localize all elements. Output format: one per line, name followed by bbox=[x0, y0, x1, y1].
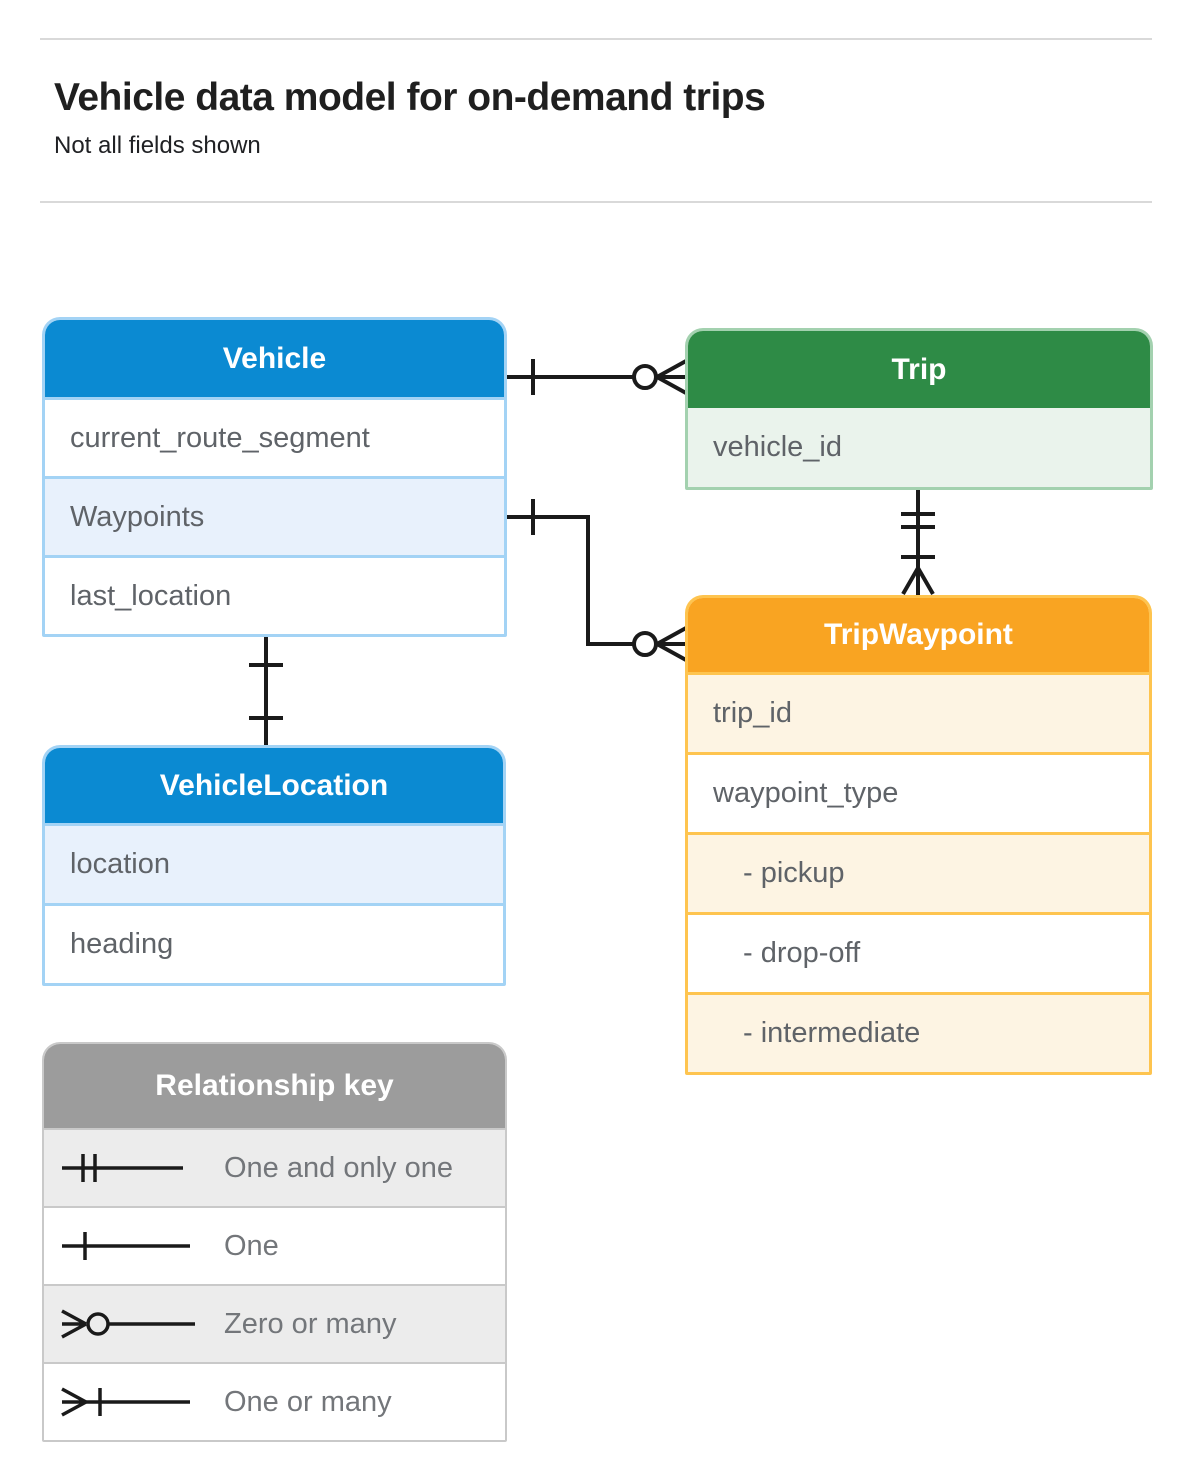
legend-label: One or many bbox=[224, 1385, 392, 1418]
one-icon bbox=[62, 1232, 190, 1260]
field-waypoint-type-dropoff: - drop-off bbox=[688, 912, 1149, 992]
field-vehicle-id: vehicle_id bbox=[688, 408, 1150, 487]
field-waypoint-type-pickup: - pickup bbox=[688, 832, 1149, 912]
field-location: location bbox=[45, 823, 503, 903]
one-and-only-one-icon bbox=[62, 1154, 183, 1182]
entity-vehiclelocation-title: VehicleLocation bbox=[45, 748, 503, 823]
entity-vehicle-title: Vehicle bbox=[45, 320, 504, 397]
connector-waypoints-tripwaypoint bbox=[507, 499, 687, 662]
field-trip-id: trip_id bbox=[688, 672, 1149, 752]
legend-label: Zero or many bbox=[224, 1307, 397, 1340]
relationship-key-title: Relationship key bbox=[44, 1044, 505, 1128]
zero-or-many-icon bbox=[61, 1309, 195, 1339]
entity-vehiclelocation: VehicleLocation location heading bbox=[42, 745, 506, 986]
legend-row-one-and-only-one: One and only one bbox=[44, 1128, 505, 1206]
legend-row-zero-or-many: Zero or many bbox=[44, 1284, 505, 1362]
relationship-key: Relationship key One and only one One Ze… bbox=[42, 1042, 507, 1442]
field-waypoint-type-intermediate: - intermediate bbox=[688, 992, 1149, 1072]
entity-vehicle: Vehicle current_route_segment Waypoints … bbox=[42, 317, 507, 637]
field-waypoints: Waypoints bbox=[45, 476, 504, 555]
connector-vehicle-vehiclelocation bbox=[249, 637, 283, 745]
entity-tripwaypoint-title: TripWaypoint bbox=[688, 598, 1149, 672]
entity-trip: Trip vehicle_id bbox=[685, 328, 1153, 490]
entity-tripwaypoint: TripWaypoint trip_id waypoint_type - pic… bbox=[685, 595, 1152, 1075]
page-title: Vehicle data model for on-demand trips bbox=[54, 76, 766, 119]
one-or-many-icon bbox=[61, 1387, 190, 1417]
field-waypoint-type: waypoint_type bbox=[688, 752, 1149, 832]
legend-label: One bbox=[224, 1229, 279, 1262]
field-current-route-segment: current_route_segment bbox=[45, 397, 504, 476]
legend-row-one-or-many: One or many bbox=[44, 1362, 505, 1440]
subtitle-divider bbox=[40, 201, 1152, 203]
top-divider bbox=[40, 38, 1152, 40]
connector-trip-tripwaypoint bbox=[901, 490, 935, 596]
entity-trip-title: Trip bbox=[688, 331, 1150, 408]
connector-vehicle-trip bbox=[507, 359, 687, 395]
page-subtitle: Not all fields shown bbox=[54, 132, 261, 159]
legend-row-one: One bbox=[44, 1206, 505, 1284]
field-last-location: last_location bbox=[45, 555, 504, 634]
legend-label: One and only one bbox=[224, 1151, 453, 1184]
field-heading: heading bbox=[45, 903, 503, 983]
